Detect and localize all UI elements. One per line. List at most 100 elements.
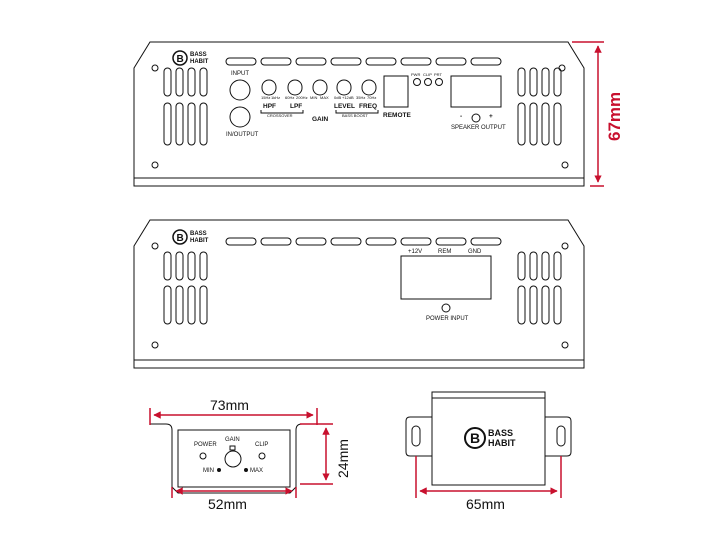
remote-width-outer-label: 73mm xyxy=(210,397,249,413)
svg-text:200Hz: 200Hz xyxy=(296,95,308,100)
in-output-jack[interactable] xyxy=(229,106,251,128)
svg-text:+12dB: +12dB xyxy=(342,95,354,100)
back-vent-right xyxy=(517,251,562,325)
remote-width-inner-label: 52mm xyxy=(208,496,247,512)
gain-range: MIN MAX xyxy=(310,95,329,100)
svg-text:0dB: 0dB xyxy=(334,95,341,100)
freq-label: FREQ xyxy=(359,103,377,110)
speaker-screw xyxy=(471,113,481,123)
front-panel xyxy=(133,41,585,187)
pwr-label: PWR xyxy=(411,72,420,77)
speaker-plus: + xyxy=(489,113,493,120)
remote-max-label: MAX xyxy=(250,468,263,474)
clip-indicator xyxy=(424,78,432,86)
svg-text:B: B xyxy=(470,430,480,446)
power-input-terminal[interactable] xyxy=(400,255,492,300)
lpf-label: LPF xyxy=(290,103,302,110)
in-output-label: IN/OUTPUT xyxy=(226,132,259,138)
remote-label: REMOTE xyxy=(383,112,411,119)
speaker-output-terminal[interactable] xyxy=(450,75,502,108)
remote-top-left-flange xyxy=(405,416,432,457)
back-screw-tl xyxy=(151,242,159,250)
remote-unit-top xyxy=(405,391,572,486)
remote-bracket xyxy=(150,423,318,494)
remote-body xyxy=(177,429,291,488)
height-dimension xyxy=(572,41,604,187)
input-label: INPUT xyxy=(231,71,249,77)
back-panel xyxy=(133,219,585,369)
back-screw-tr xyxy=(561,242,569,250)
remote-min-dot xyxy=(217,468,221,472)
remote-clip-led xyxy=(258,452,266,460)
gain-label: GAIN xyxy=(312,116,329,123)
remote-max-dot xyxy=(244,468,248,472)
remote-min-label: MIN xyxy=(203,468,214,474)
brand-logo-icon xyxy=(172,229,188,245)
svg-text:HABIT: HABIT xyxy=(488,438,516,448)
back-screw-bl xyxy=(151,341,159,349)
speaker-output-label: SPEAKER OUTPUT xyxy=(451,125,506,131)
back-screw-br xyxy=(561,341,569,349)
remote-top-right-flange xyxy=(545,416,572,457)
hpf-range: 15Hz 1kHz xyxy=(261,95,280,100)
remote-top-body xyxy=(431,391,546,486)
level-label: LEVEL xyxy=(334,103,355,110)
left-mount-slot xyxy=(411,425,421,447)
hpf-knob[interactable] xyxy=(261,79,277,96)
lpf-knob[interactable] xyxy=(287,79,303,96)
freq-knob[interactable] xyxy=(361,79,377,96)
input-jack[interactable] xyxy=(229,79,251,101)
terminal-rem-label: REM xyxy=(438,249,451,255)
height-dim-label: 67mm xyxy=(605,92,624,141)
svg-text:35Hz: 35Hz xyxy=(356,95,365,100)
bass-boost-label: BASS BOOST xyxy=(342,113,368,118)
remote-unit-front xyxy=(150,423,318,494)
back-vent-left xyxy=(163,251,208,325)
front-logo: B BASS HABIT xyxy=(172,50,209,66)
prt-indicator xyxy=(435,78,443,86)
gain-knob[interactable] xyxy=(312,79,328,96)
back-panel-body xyxy=(133,219,585,369)
remote-gain-marker xyxy=(229,445,236,451)
speaker-minus: - xyxy=(460,113,462,120)
remote-port[interactable] xyxy=(383,75,409,108)
svg-text:15Hz: 15Hz xyxy=(261,95,270,100)
pwr-indicator xyxy=(413,78,421,86)
front-vent-right xyxy=(517,67,562,146)
remote-top-logo: B BASS HABIT xyxy=(464,427,516,449)
power-input-screw xyxy=(441,303,451,313)
svg-text:MAX: MAX xyxy=(320,95,329,100)
level-range: 0dB +12dB xyxy=(334,95,354,100)
front-screw-bl xyxy=(151,161,159,169)
bass-boost-bracket xyxy=(335,110,379,114)
front-vent-left xyxy=(163,67,208,146)
svg-text:BASS: BASS xyxy=(190,52,207,58)
knob-row xyxy=(260,79,379,114)
remote-power-led xyxy=(199,452,207,460)
svg-text:1kHz: 1kHz xyxy=(271,95,280,100)
prt-label: PRT xyxy=(434,72,442,77)
remote-gain-knob[interactable] xyxy=(224,450,242,468)
brand-logo-icon xyxy=(464,427,486,449)
terminal-gnd-label: GND xyxy=(468,249,482,255)
remote-width-dimension xyxy=(149,408,318,498)
svg-text:BASS: BASS xyxy=(190,231,207,237)
remote-depth-dimension xyxy=(415,456,562,498)
svg-text:70Hz: 70Hz xyxy=(367,95,376,100)
svg-text:HABIT: HABIT xyxy=(190,238,209,244)
svg-text:HABIT: HABIT xyxy=(190,59,209,65)
level-knob[interactable] xyxy=(336,79,352,96)
remote-height-label: 24mm xyxy=(335,439,351,478)
right-mount-slot xyxy=(556,425,566,447)
terminal-12v-label: +12V xyxy=(408,249,422,255)
remote-depth-label: 65mm xyxy=(466,496,505,512)
hpf-label: HPF xyxy=(263,103,276,110)
remote-clip-label: CLIP xyxy=(255,442,268,448)
remote-height-dimension xyxy=(300,423,333,485)
svg-text:BASS: BASS xyxy=(488,428,513,438)
svg-text:MIN: MIN xyxy=(310,95,317,100)
lpf-range: 60Hz 200Hz xyxy=(285,95,308,100)
back-logo: B BASS HABIT xyxy=(172,229,209,245)
crossover-bracket xyxy=(260,110,304,114)
